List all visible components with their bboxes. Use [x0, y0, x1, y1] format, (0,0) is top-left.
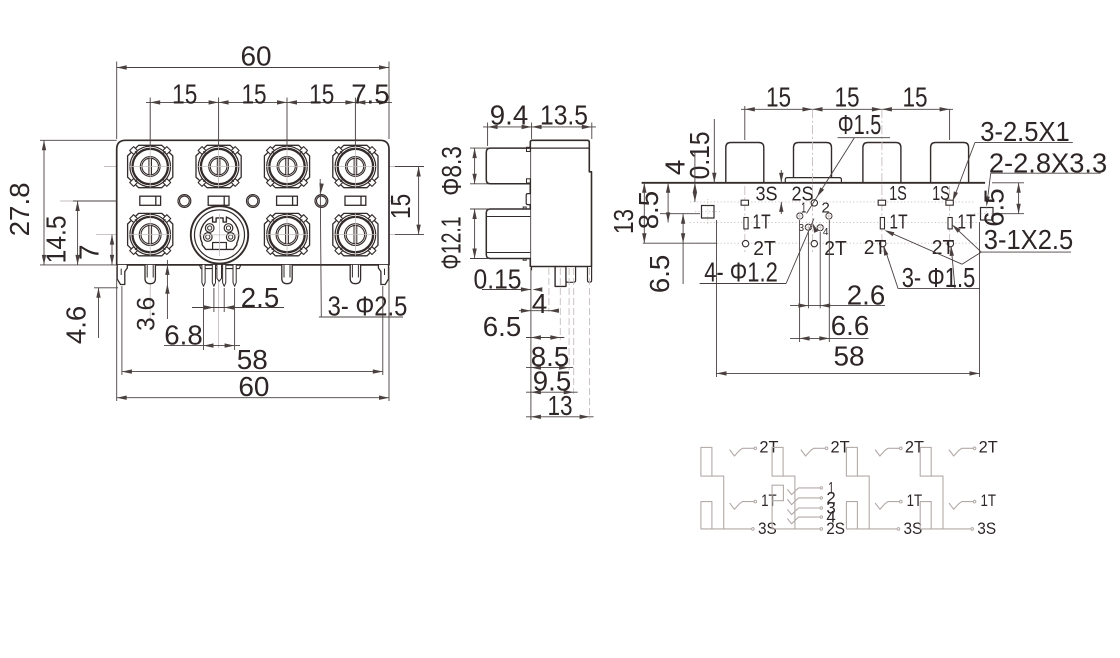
svg-text:7.5: 7.5	[351, 79, 389, 110]
svg-text:1T: 1T	[752, 212, 770, 234]
svg-text:4: 4	[826, 508, 835, 527]
svg-text:58: 58	[833, 341, 864, 372]
svg-text:1: 1	[801, 200, 806, 217]
svg-text:2.6: 2.6	[847, 279, 885, 310]
svg-text:3-1X2.5: 3-1X2.5	[984, 224, 1074, 255]
svg-text:2: 2	[822, 200, 830, 217]
svg-text:1T: 1T	[980, 491, 996, 510]
svg-text:1: 1	[828, 478, 834, 497]
svg-text:6.5: 6.5	[483, 311, 521, 342]
svg-text:6.5: 6.5	[979, 188, 1010, 226]
svg-text:15: 15	[766, 81, 791, 112]
svg-text:1S: 1S	[932, 183, 950, 205]
svg-text:15: 15	[309, 79, 334, 110]
svg-text:15: 15	[902, 81, 927, 112]
svg-text:9.5: 9.5	[533, 365, 571, 396]
svg-text:13: 13	[608, 209, 639, 234]
svg-text:15: 15	[834, 81, 859, 112]
svg-text:4- Φ1.2: 4- Φ1.2	[704, 256, 778, 287]
svg-text:4: 4	[660, 160, 691, 176]
svg-text:13: 13	[547, 390, 572, 421]
svg-text:14.5: 14.5	[41, 215, 72, 263]
svg-text:3.6: 3.6	[133, 297, 161, 331]
svg-text:0.15: 0.15	[684, 131, 715, 179]
svg-text:Φ8.3: Φ8.3	[436, 146, 467, 196]
svg-text:3: 3	[826, 499, 835, 518]
svg-text:2T: 2T	[824, 238, 847, 260]
svg-text:1T: 1T	[957, 212, 975, 234]
svg-text:3: 3	[799, 223, 805, 234]
svg-text:0.15: 0.15	[474, 263, 522, 294]
svg-text:3-2.5X1: 3-2.5X1	[980, 116, 1070, 147]
svg-text:15: 15	[241, 79, 266, 110]
svg-text:6.6: 6.6	[831, 310, 869, 341]
svg-text:Φ1.5: Φ1.5	[838, 109, 882, 140]
svg-text:4: 4	[532, 288, 548, 319]
svg-text:1T: 1T	[889, 212, 907, 234]
svg-text:3- Φ1.5: 3- Φ1.5	[902, 262, 976, 293]
svg-text:4.6: 4.6	[61, 306, 92, 344]
svg-text:1T: 1T	[761, 491, 777, 510]
svg-text:15: 15	[172, 79, 197, 110]
svg-text:3S: 3S	[904, 519, 923, 538]
svg-text:9.4: 9.4	[490, 99, 528, 130]
svg-text:8.5: 8.5	[531, 341, 569, 372]
svg-text:3S: 3S	[755, 184, 777, 206]
svg-text:13.5: 13.5	[540, 99, 588, 130]
svg-text:2T: 2T	[753, 238, 776, 260]
svg-text:Φ12.1: Φ12.1	[435, 216, 466, 269]
svg-text:1T: 1T	[907, 491, 923, 510]
svg-text:58: 58	[237, 344, 268, 375]
svg-text:1S: 1S	[889, 183, 907, 205]
svg-text:27.8: 27.8	[4, 182, 35, 236]
svg-text:2S: 2S	[826, 519, 845, 538]
svg-text:6.8: 6.8	[164, 319, 202, 350]
svg-text:3- Φ2.5: 3- Φ2.5	[328, 290, 408, 321]
svg-text:60: 60	[240, 41, 271, 72]
svg-text:2T: 2T	[905, 438, 924, 457]
svg-text:2.5: 2.5	[241, 282, 279, 313]
svg-text:2T: 2T	[759, 438, 778, 457]
svg-text:60: 60	[238, 371, 269, 402]
svg-text:3S: 3S	[977, 519, 996, 538]
svg-text:2S: 2S	[791, 184, 813, 206]
svg-text:7: 7	[74, 245, 105, 260]
svg-text:2-2.8X3.3: 2-2.8X3.3	[989, 147, 1107, 178]
svg-text:2T: 2T	[831, 438, 850, 457]
svg-text:2T: 2T	[979, 438, 998, 457]
svg-text:15: 15	[385, 194, 416, 219]
svg-text:8.5: 8.5	[633, 191, 664, 229]
svg-text:6.5: 6.5	[644, 255, 675, 293]
svg-text:2T: 2T	[864, 237, 887, 259]
svg-text:4: 4	[823, 227, 829, 238]
svg-text:2: 2	[826, 488, 835, 507]
